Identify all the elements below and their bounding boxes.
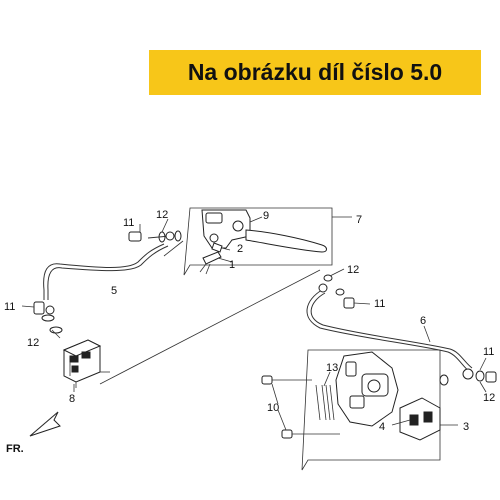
callout-13: 13 bbox=[326, 362, 338, 374]
callout-6: 6 bbox=[420, 315, 426, 327]
callout-labels: 11 12 9 7 2 1 5 11 12 8 12 11 6 11 12 13… bbox=[4, 209, 495, 455]
callout-11: 11 bbox=[4, 301, 15, 313]
leader-lines bbox=[21, 216, 487, 431]
part-number-banner: Na obrázku díl číslo 5.0 bbox=[149, 50, 481, 95]
callout-12: 12 bbox=[347, 264, 359, 276]
caliper-group bbox=[301, 349, 458, 471]
left-banjo-bolt bbox=[33, 301, 63, 334]
callout-12: 12 bbox=[483, 392, 495, 404]
caliper-bolts-10 bbox=[261, 375, 340, 439]
callout-4: 4 bbox=[379, 421, 385, 433]
front-direction-label: FR. bbox=[6, 443, 24, 455]
banner-text: Na obrázku díl číslo 5.0 bbox=[187, 59, 443, 85]
callout-11: 11 bbox=[123, 217, 134, 229]
callout-5: 5 bbox=[111, 285, 117, 297]
callout-3: 3 bbox=[463, 421, 469, 433]
top-banjo-bolt bbox=[128, 230, 182, 243]
callout-1: 1 bbox=[229, 259, 235, 271]
right-top-banjo-bolt bbox=[323, 274, 355, 309]
right-bottom-banjo-bolt bbox=[439, 368, 497, 386]
callout-2: 2 bbox=[237, 243, 243, 255]
front-direction-arrow bbox=[29, 411, 61, 437]
callout-8: 8 bbox=[69, 393, 75, 405]
callout-12: 12 bbox=[27, 337, 39, 349]
callout-11: 11 bbox=[374, 298, 385, 310]
brake-block-8 bbox=[62, 339, 110, 388]
callout-11: 11 bbox=[483, 346, 494, 358]
brake-hose-5 bbox=[43, 240, 184, 300]
callout-7: 7 bbox=[356, 214, 362, 226]
callout-12: 12 bbox=[156, 209, 168, 221]
callout-9: 9 bbox=[263, 210, 269, 222]
brake-hose-6 bbox=[306, 283, 473, 373]
callout-10: 10 bbox=[267, 402, 279, 414]
lever-assembly-group bbox=[183, 207, 352, 276]
